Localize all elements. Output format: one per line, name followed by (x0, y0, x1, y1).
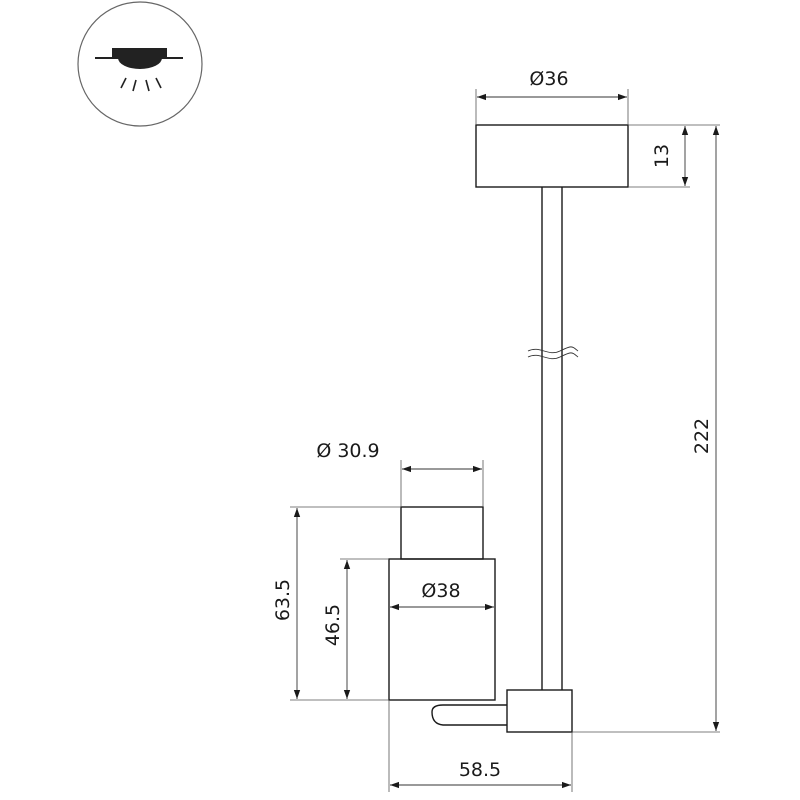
top-diameter-label: Ø36 (529, 68, 568, 90)
full-head-height-label: 63.5 (272, 579, 294, 621)
body-diameter-label: Ø38 (421, 580, 460, 602)
body-height-label: 46.5 (322, 604, 344, 646)
ceiling-canopy (475, 124, 629, 188)
lamp-body (388, 558, 496, 701)
front-ring (400, 506, 484, 560)
overall-width-label: 58.5 (459, 759, 501, 781)
ceiling-downlight-icon (77, 1, 203, 127)
ring-diameter-label: Ø 30.9 (316, 440, 379, 462)
extension-lines (290, 89, 720, 792)
dimension-lines (293, 93, 720, 789)
top-height-label: 13 (651, 144, 673, 168)
total-height-label: 222 (691, 418, 713, 454)
joint-block (506, 689, 573, 733)
suspension-rod (527, 187, 579, 690)
mounting-arm (431, 704, 507, 726)
